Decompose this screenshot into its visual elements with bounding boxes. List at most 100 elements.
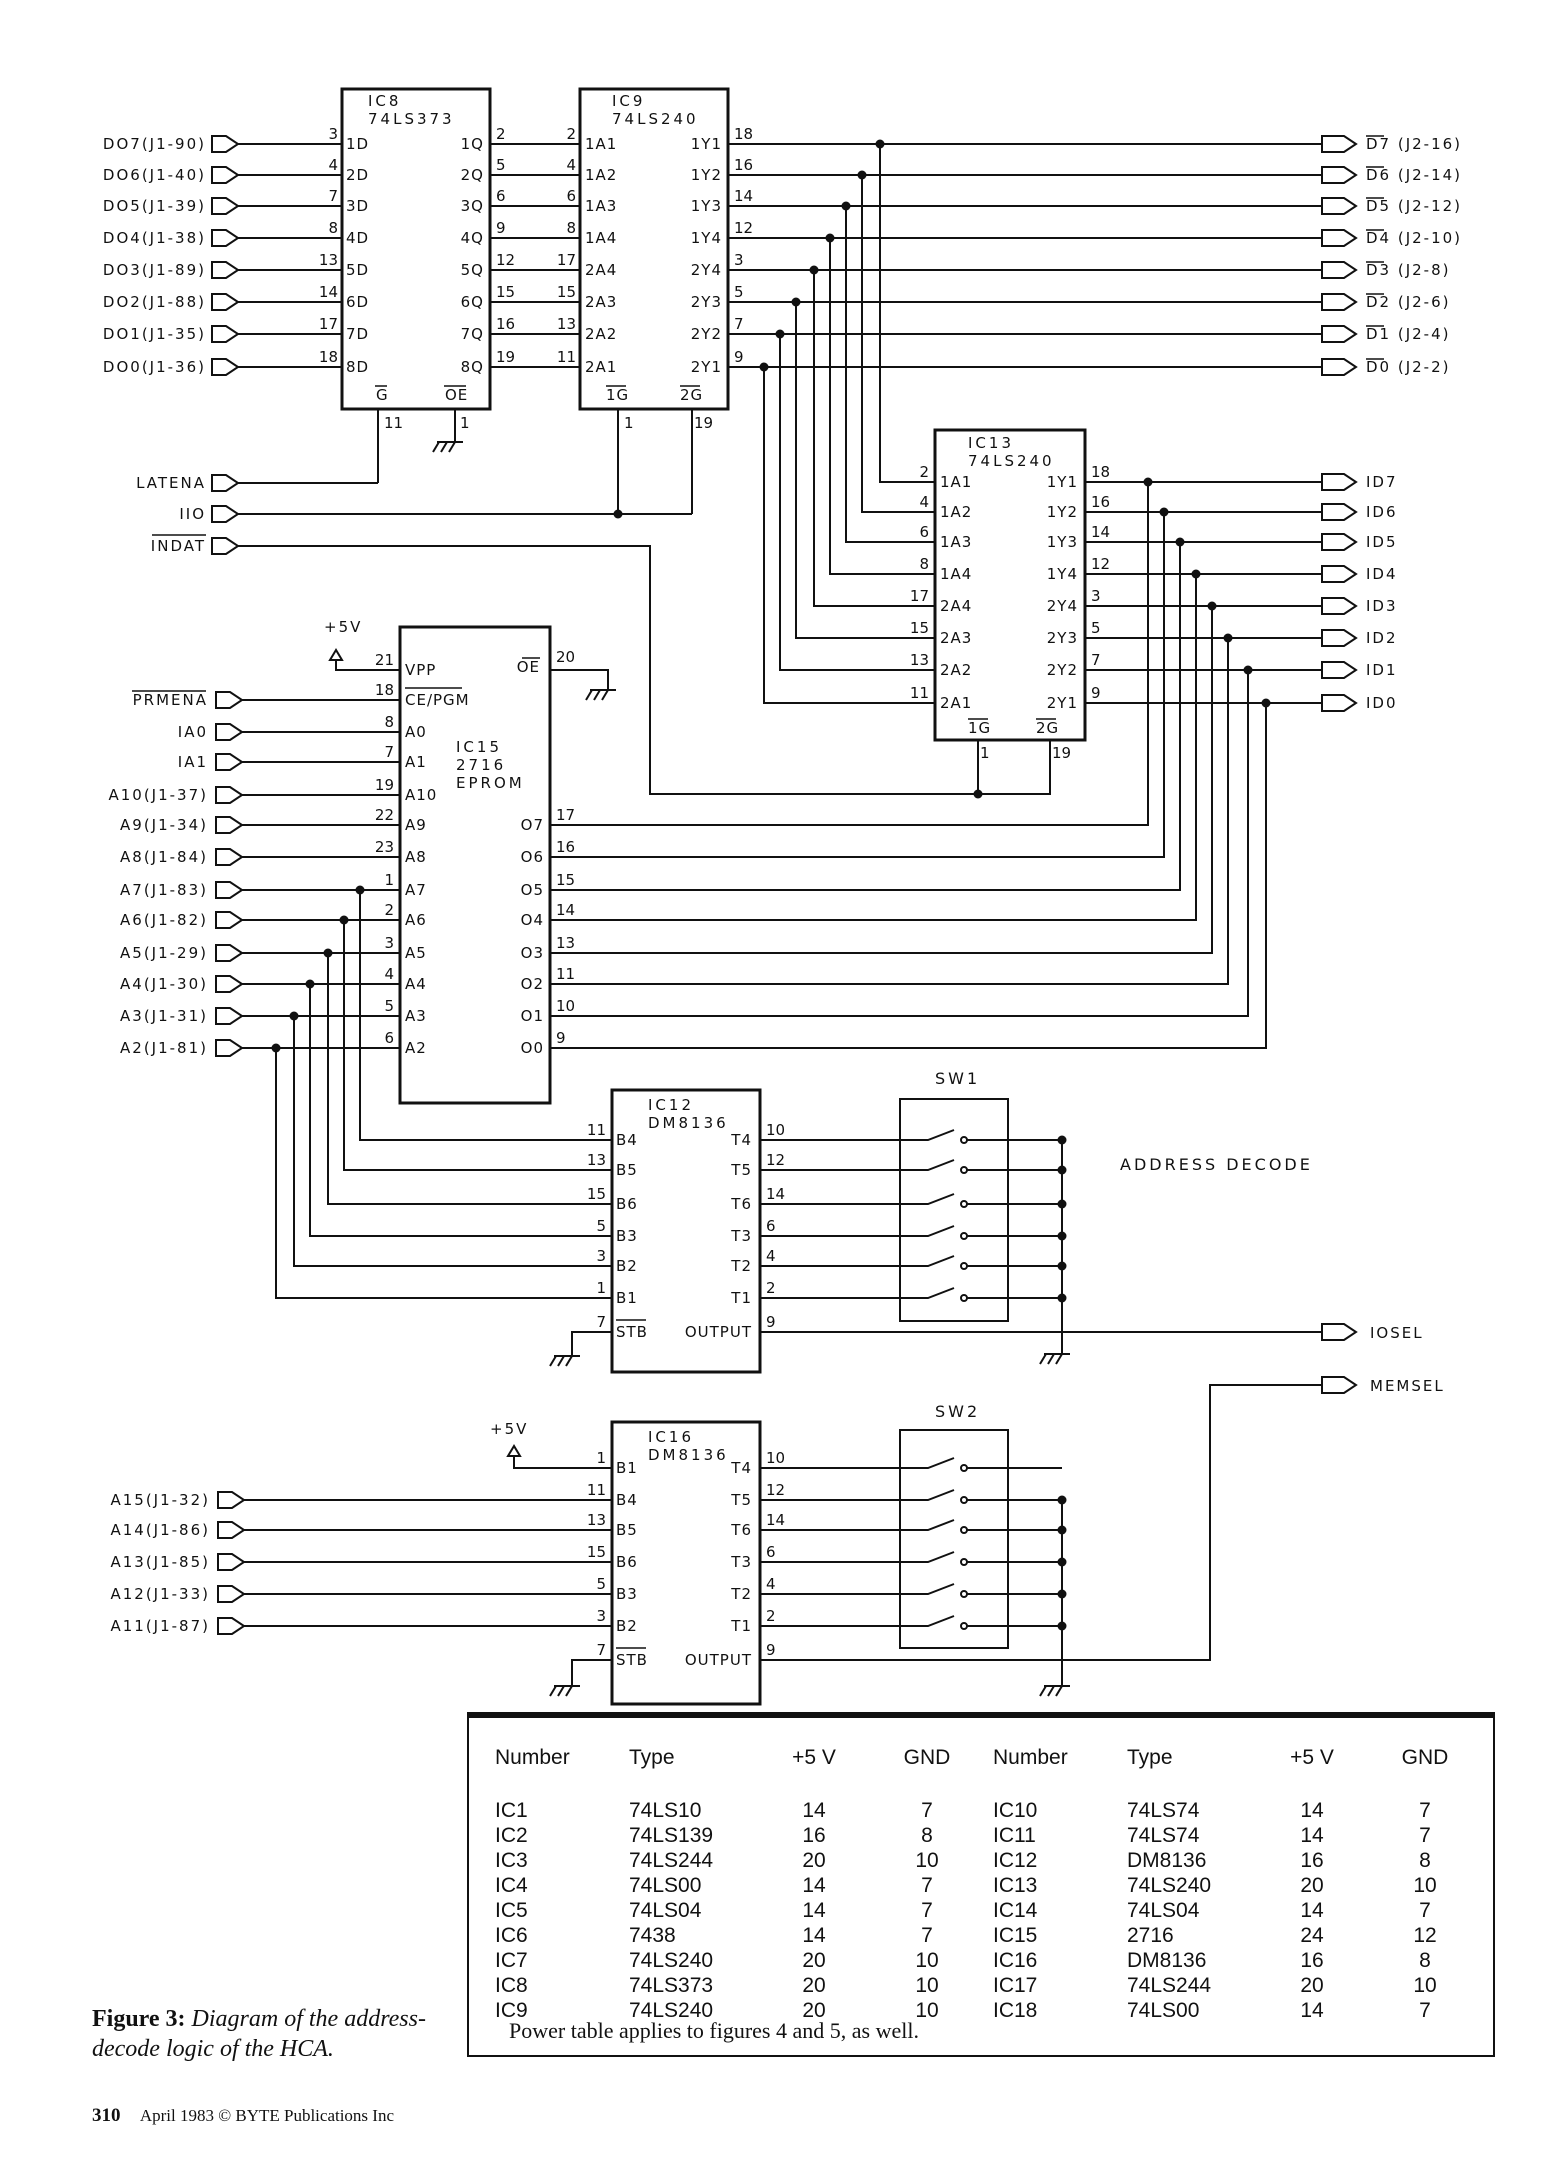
table-cell: 74LS139 (629, 1824, 714, 1847)
ic15-pin-num: 9 (556, 1029, 566, 1047)
control-port (211, 474, 240, 492)
ic15-pin-num: 5 (384, 997, 394, 1015)
header-gnd-2: GND (1401, 1746, 1449, 1769)
ic15-pin-num: 2 (384, 901, 394, 919)
eprom-in-port (215, 1007, 244, 1025)
bus-in-label: DO0(J1-36) (103, 358, 206, 376)
junction-dot (271, 1043, 281, 1053)
junction-dot (775, 329, 785, 339)
eprom-in-label: A7(J1-83) (120, 881, 208, 899)
ic13-pin-num: 14 (1091, 523, 1110, 541)
table-cell: 14 (802, 1874, 826, 1897)
ic16-pin-name: B4 (616, 1491, 638, 1509)
id-out-label: ID6 (1366, 503, 1398, 521)
table-spacer (495, 1784, 1491, 1798)
junction-dot (1175, 537, 1185, 547)
ic12-pin-num: 12 (766, 1151, 785, 1169)
table-cell: 7 (1419, 1999, 1431, 2022)
junction-dot (875, 139, 885, 149)
eprom-out-wire (550, 482, 1149, 826)
eprom-in-label: A3(J1-31) (120, 1007, 208, 1025)
junction-dot (339, 915, 349, 925)
ic8-pin-num: 3 (328, 125, 338, 143)
ic9-to-ic13-wire (795, 302, 935, 639)
ic9-pin-num: 8 (566, 219, 576, 237)
id-out-label: ID0 (1366, 694, 1398, 712)
switch-contact (960, 1590, 968, 1598)
table-cell: 7 (1419, 1899, 1431, 1922)
ic16-pin-name: B1 (616, 1459, 638, 1477)
ic13-name: IC13 (968, 434, 1014, 452)
indat-wire (238, 545, 1051, 795)
ic16-pin-num: 13 (587, 1511, 606, 1529)
sw1-switch-wire (760, 1129, 955, 1141)
ic15-pin-name: O6 (521, 848, 544, 866)
table-cell: IC10 (993, 1799, 1038, 1822)
ic15-pin-name: O3 (521, 944, 544, 962)
ic13-pin-num: 19 (1052, 744, 1071, 762)
bus-out-label: D4 (J2-10) (1366, 229, 1462, 247)
iosel-label: IOSEL (1370, 1324, 1424, 1342)
ic8-pin-num: 17 (319, 315, 338, 333)
ic15-pin-name: A0 (405, 723, 427, 741)
ic8-pin-name: 5D (346, 261, 369, 279)
sw2-switch-wire (760, 1551, 955, 1563)
ic16-pin-name: B5 (616, 1521, 638, 1539)
ic9-pin-name: 2G (680, 386, 703, 404)
ic16-b1-vcc (513, 1456, 612, 1469)
junction-dot (1057, 1495, 1067, 1505)
vcc-label-ic15: +5V (324, 618, 362, 636)
table-cell: 14 (1300, 1899, 1324, 1922)
ic9-to-ic13-wire (861, 175, 935, 513)
table-cell: 74LS74 (1127, 1824, 1200, 1847)
ic8-pin-name: 8D (346, 358, 369, 376)
ic13-pin-name: 1A3 (940, 533, 972, 551)
bus-out-port (1321, 293, 1358, 311)
sw1-label: SW1 (935, 1069, 980, 1088)
ic12-pin-name: B5 (616, 1161, 638, 1179)
ic13-pin-name: 2G (1036, 719, 1059, 737)
ic15-pin-name: A3 (405, 1007, 427, 1025)
eprom-in-port (215, 1039, 244, 1057)
table-cell: IC13 (993, 1874, 1038, 1897)
junction-dot (1057, 1261, 1067, 1271)
ic13-pin-num: 3 (1091, 587, 1101, 605)
header-type-2: Type (1127, 1746, 1173, 1769)
id-out-port (1321, 661, 1358, 679)
bus-in-port (211, 135, 240, 153)
ic8-body (340, 87, 492, 411)
ic9-pin-num: 17 (557, 251, 576, 269)
memsel-label: MEMSEL (1370, 1377, 1445, 1395)
table-cell: IC6 (495, 1924, 528, 1947)
ic12-pin-name: T5 (730, 1161, 752, 1179)
table-cell: 8 (1419, 1849, 1431, 1872)
ic12-pin-name: OUTPUT (685, 1323, 752, 1341)
table-cell: 14 (1300, 1824, 1324, 1847)
ground-icon (1039, 1353, 1070, 1365)
ic9-to-ic13-wire (845, 206, 935, 543)
junction-dot (1261, 698, 1271, 708)
table-cell: 12 (1413, 1924, 1437, 1947)
sw1-box (899, 1098, 1009, 1322)
id-out-label: ID1 (1366, 661, 1398, 679)
eprom-in-label: A8(J1-84) (120, 848, 208, 866)
ic15-pin-num: 23 (375, 838, 394, 856)
id-out-label: ID4 (1366, 565, 1398, 583)
ic12-pin-name: B2 (616, 1257, 638, 1275)
header-vcc-2: +5 V (1290, 1746, 1334, 1769)
power-table: Number Type +5 V GND Number Type +5 V GN… (467, 1712, 1495, 2057)
sw1-switch-wire (760, 1159, 955, 1171)
ic12-pin-name: B4 (616, 1131, 638, 1149)
ic8-pin-name: 7Q (461, 325, 484, 343)
ic12-stb-ground (571, 1331, 612, 1356)
ic9-pin-num: 18 (734, 125, 753, 143)
ic13-pin-num: 2 (919, 463, 929, 481)
table-cell: 10 (1413, 1874, 1437, 1897)
ic12-pin-num: 4 (766, 1247, 776, 1265)
ic9-to-ic13-wire (829, 238, 935, 575)
ic13-pin-name: 2A2 (940, 661, 972, 679)
table-cell: 74LS04 (1127, 1899, 1200, 1922)
caption-label: Figure 3: (92, 2006, 186, 2032)
table-cell: 8 (1419, 1949, 1431, 1972)
